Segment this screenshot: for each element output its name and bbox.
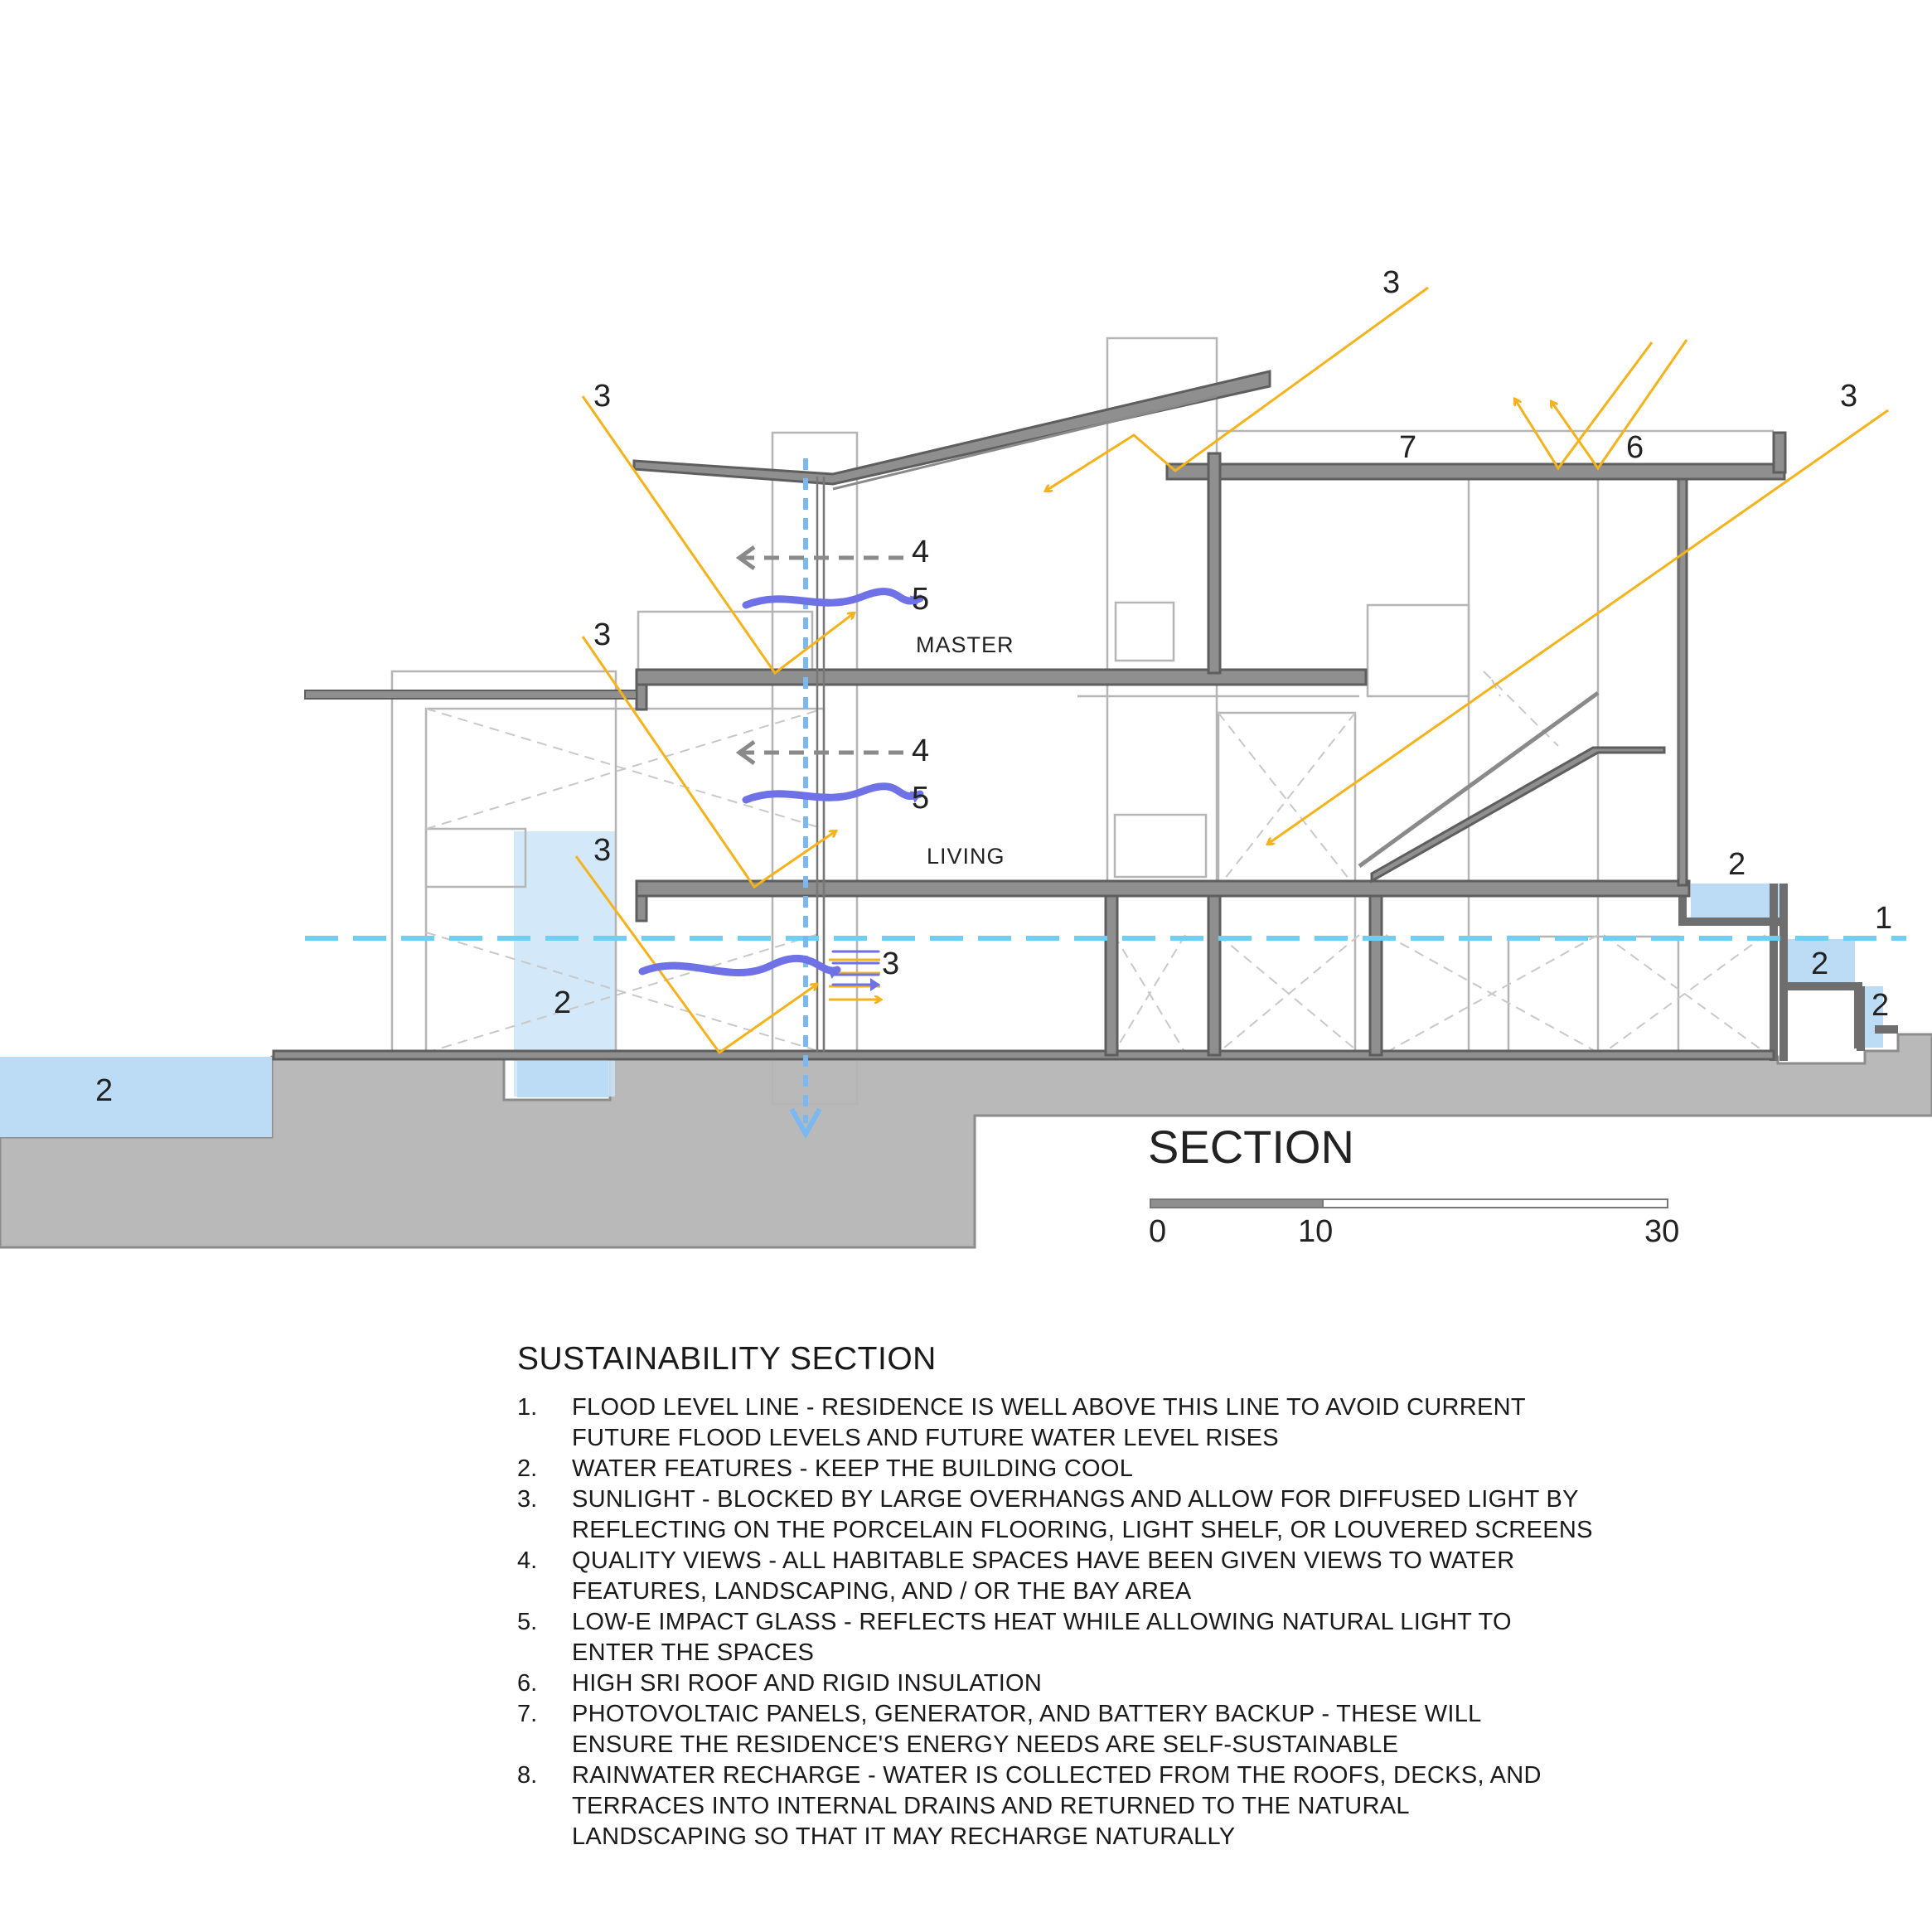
legend-item-line: PHOTOVOLTAIC PANELS, GENERATOR, AND BATT…: [572, 1701, 1482, 1727]
room-label-master: MASTER: [916, 632, 1014, 657]
legend-item: 8. RAINWATER RECHARGE - WATER IS COLLECTE…: [517, 1760, 1678, 1852]
legend-item-number: 7.: [517, 1701, 538, 1727]
legend-item: 4. QUALITY VIEWS - ALL HABITABLE SPACES H…: [517, 1546, 1678, 1607]
legend-item-line: QUALITY VIEWS - ALL HABITABLE SPACES HAV…: [572, 1547, 1515, 1574]
legend-item-text: WATER FEATURES - KEEP THE BUILDING COOL: [572, 1454, 1133, 1484]
view-arrows: [735, 545, 903, 766]
dashed-cross-bracing: [425, 671, 1766, 1053]
callout-5-master: 5: [912, 582, 929, 617]
water-basin: [517, 1061, 608, 1097]
callout-3-living: 3: [593, 617, 611, 652]
pool-right-middle: [1784, 939, 1855, 984]
legend-items: 1. FLOOD LEVEL LINE - RESIDENCE IS WELL A…: [517, 1392, 1678, 1852]
legend-item-line: WATER FEATURES - KEEP THE BUILDING COOL: [572, 1455, 1134, 1482]
legend-item: 6. HIGH SRI ROOF AND RIGID INSULATION: [517, 1668, 1678, 1699]
legend-item-line: LANDSCAPING SO THAT IT MAY RECHARGE NATU…: [572, 1823, 1236, 1850]
callout-5-living: 5: [912, 781, 929, 816]
legend-item-line: HIGH SRI ROOF AND RIGID INSULATION: [572, 1670, 1043, 1697]
legend-item-line: REFLECTING ON THE PORCELAIN FLOORING, LI…: [572, 1517, 1593, 1543]
room-label-living: LIVING: [927, 844, 1005, 869]
legend-item: 3. SUNLIGHT - BLOCKED BY LARGE OVERHANGS …: [517, 1484, 1678, 1546]
callout-2-left-pool: 2: [95, 1073, 113, 1108]
sunlight-rays: [574, 286, 1889, 1055]
callout-2-right-middle: 2: [1811, 947, 1828, 981]
rainwater-arrowhead: [789, 1107, 822, 1140]
legend-item-line: SUNLIGHT - BLOCKED BY LARGE OVERHANGS AN…: [572, 1486, 1579, 1513]
building-structure: [272, 370, 1787, 1061]
right-terrace-walls: [1678, 884, 1898, 1061]
legend-item-number: 4.: [517, 1547, 538, 1574]
legend-item-number: 1.: [517, 1394, 538, 1421]
pool-right-upper: [1691, 884, 1782, 921]
section-title: SECTION: [1148, 1121, 1354, 1173]
scale-label-0: 0: [1149, 1214, 1166, 1249]
legend-item-line: LOW-E IMPACT GLASS - REFLECTS HEAT WHILE…: [572, 1609, 1512, 1635]
glass-curtain-wall: [816, 477, 1681, 1053]
section-drawing: 1 2 2 2 2 2 3 3 3 3 3 3 4 4 5 5 6 7 MAST…: [0, 265, 1932, 1249]
legend-item: 7. PHOTOVOLTAIC PANELS, GENERATOR, AND BA…: [517, 1699, 1678, 1760]
callout-7: 7: [1399, 430, 1416, 465]
sustainability-legend: SUSTAINABILITY SECTION 1. FLOOD LEVEL LIN…: [517, 1341, 1678, 1852]
legend-item-line: TERRACES INTO INTERNAL DRAINS AND RETURN…: [572, 1793, 1410, 1819]
legend-item-text: RAINWATER RECHARGE - WATER IS COLLECTED …: [572, 1760, 1542, 1852]
legend-item-number: 2.: [517, 1455, 538, 1482]
legend-item-line: FUTURE FLOOD LEVELS AND FUTURE WATER LEV…: [572, 1425, 1279, 1451]
callout-3-screen: 3: [882, 947, 899, 981]
legend-item-line: ENTER THE SPACES: [572, 1639, 815, 1666]
callout-1: 1: [1875, 901, 1892, 936]
callout-2-right-lower: 2: [1871, 988, 1889, 1023]
legend-item-line: FEATURES, LANDSCAPING, AND / OR THE BAY …: [572, 1578, 1192, 1605]
legend-item-text: FLOOD LEVEL LINE - RESIDENCE IS WELL ABO…: [572, 1392, 1526, 1454]
legend-title: SUSTAINABILITY SECTION: [517, 1341, 937, 1377]
callout-2-right-upper: 2: [1728, 847, 1746, 882]
legend-item-number: 6.: [517, 1670, 538, 1697]
callout-3-roof: 3: [1382, 265, 1400, 300]
callout-3-right: 3: [1840, 379, 1857, 414]
legend-item-number: 5.: [517, 1609, 538, 1635]
callout-6: 6: [1626, 430, 1644, 465]
legend-item-line: ENSURE THE RESIDENCE'S ENERGY NEEDS ARE …: [572, 1731, 1399, 1758]
legend-item-number: 3.: [517, 1486, 538, 1513]
legend-item: 5. LOW-E IMPACT GLASS - REFLECTS HEAT WHI…: [517, 1607, 1678, 1668]
scale-label-10: 10: [1298, 1214, 1333, 1249]
scale-label-30: 30: [1644, 1214, 1679, 1249]
legend-item-text: HIGH SRI ROOF AND RIGID INSULATION: [572, 1668, 1042, 1699]
scale-bar: 0 10 30: [1149, 1198, 1679, 1249]
overhang-roof: [304, 395, 1600, 869]
airflow-arrows: [638, 588, 924, 985]
legend-item: 2. WATER FEATURES - KEEP THE BUILDING COO…: [517, 1454, 1678, 1484]
callout-3-ground: 3: [593, 833, 611, 868]
callout-3-master: 3: [593, 379, 611, 414]
legend-item-line: RAINWATER RECHARGE - WATER IS COLLECTED …: [572, 1762, 1542, 1789]
legend-item-number: 8.: [517, 1762, 538, 1789]
legend-item: 1. FLOOD LEVEL LINE - RESIDENCE IS WELL A…: [517, 1392, 1678, 1454]
legend-item-text: SUNLIGHT - BLOCKED BY LARGE OVERHANGS AN…: [572, 1484, 1593, 1546]
legend-item-text: PHOTOVOLTAIC PANELS, GENERATOR, AND BATT…: [572, 1699, 1482, 1760]
legend-item-text: QUALITY VIEWS - ALL HABITABLE SPACES HAV…: [572, 1546, 1514, 1607]
legend-item-line: FLOOD LEVEL LINE - RESIDENCE IS WELL ABO…: [572, 1394, 1526, 1421]
ground-mass: [0, 1033, 1932, 1249]
legend-item-text: LOW-E IMPACT GLASS - REFLECTS HEAT WHILE…: [572, 1607, 1512, 1668]
callout-2-cascade: 2: [554, 985, 571, 1020]
callout-4-living: 4: [912, 734, 929, 768]
callout-4-master: 4: [912, 535, 929, 569]
pool-left: [0, 1057, 272, 1137]
